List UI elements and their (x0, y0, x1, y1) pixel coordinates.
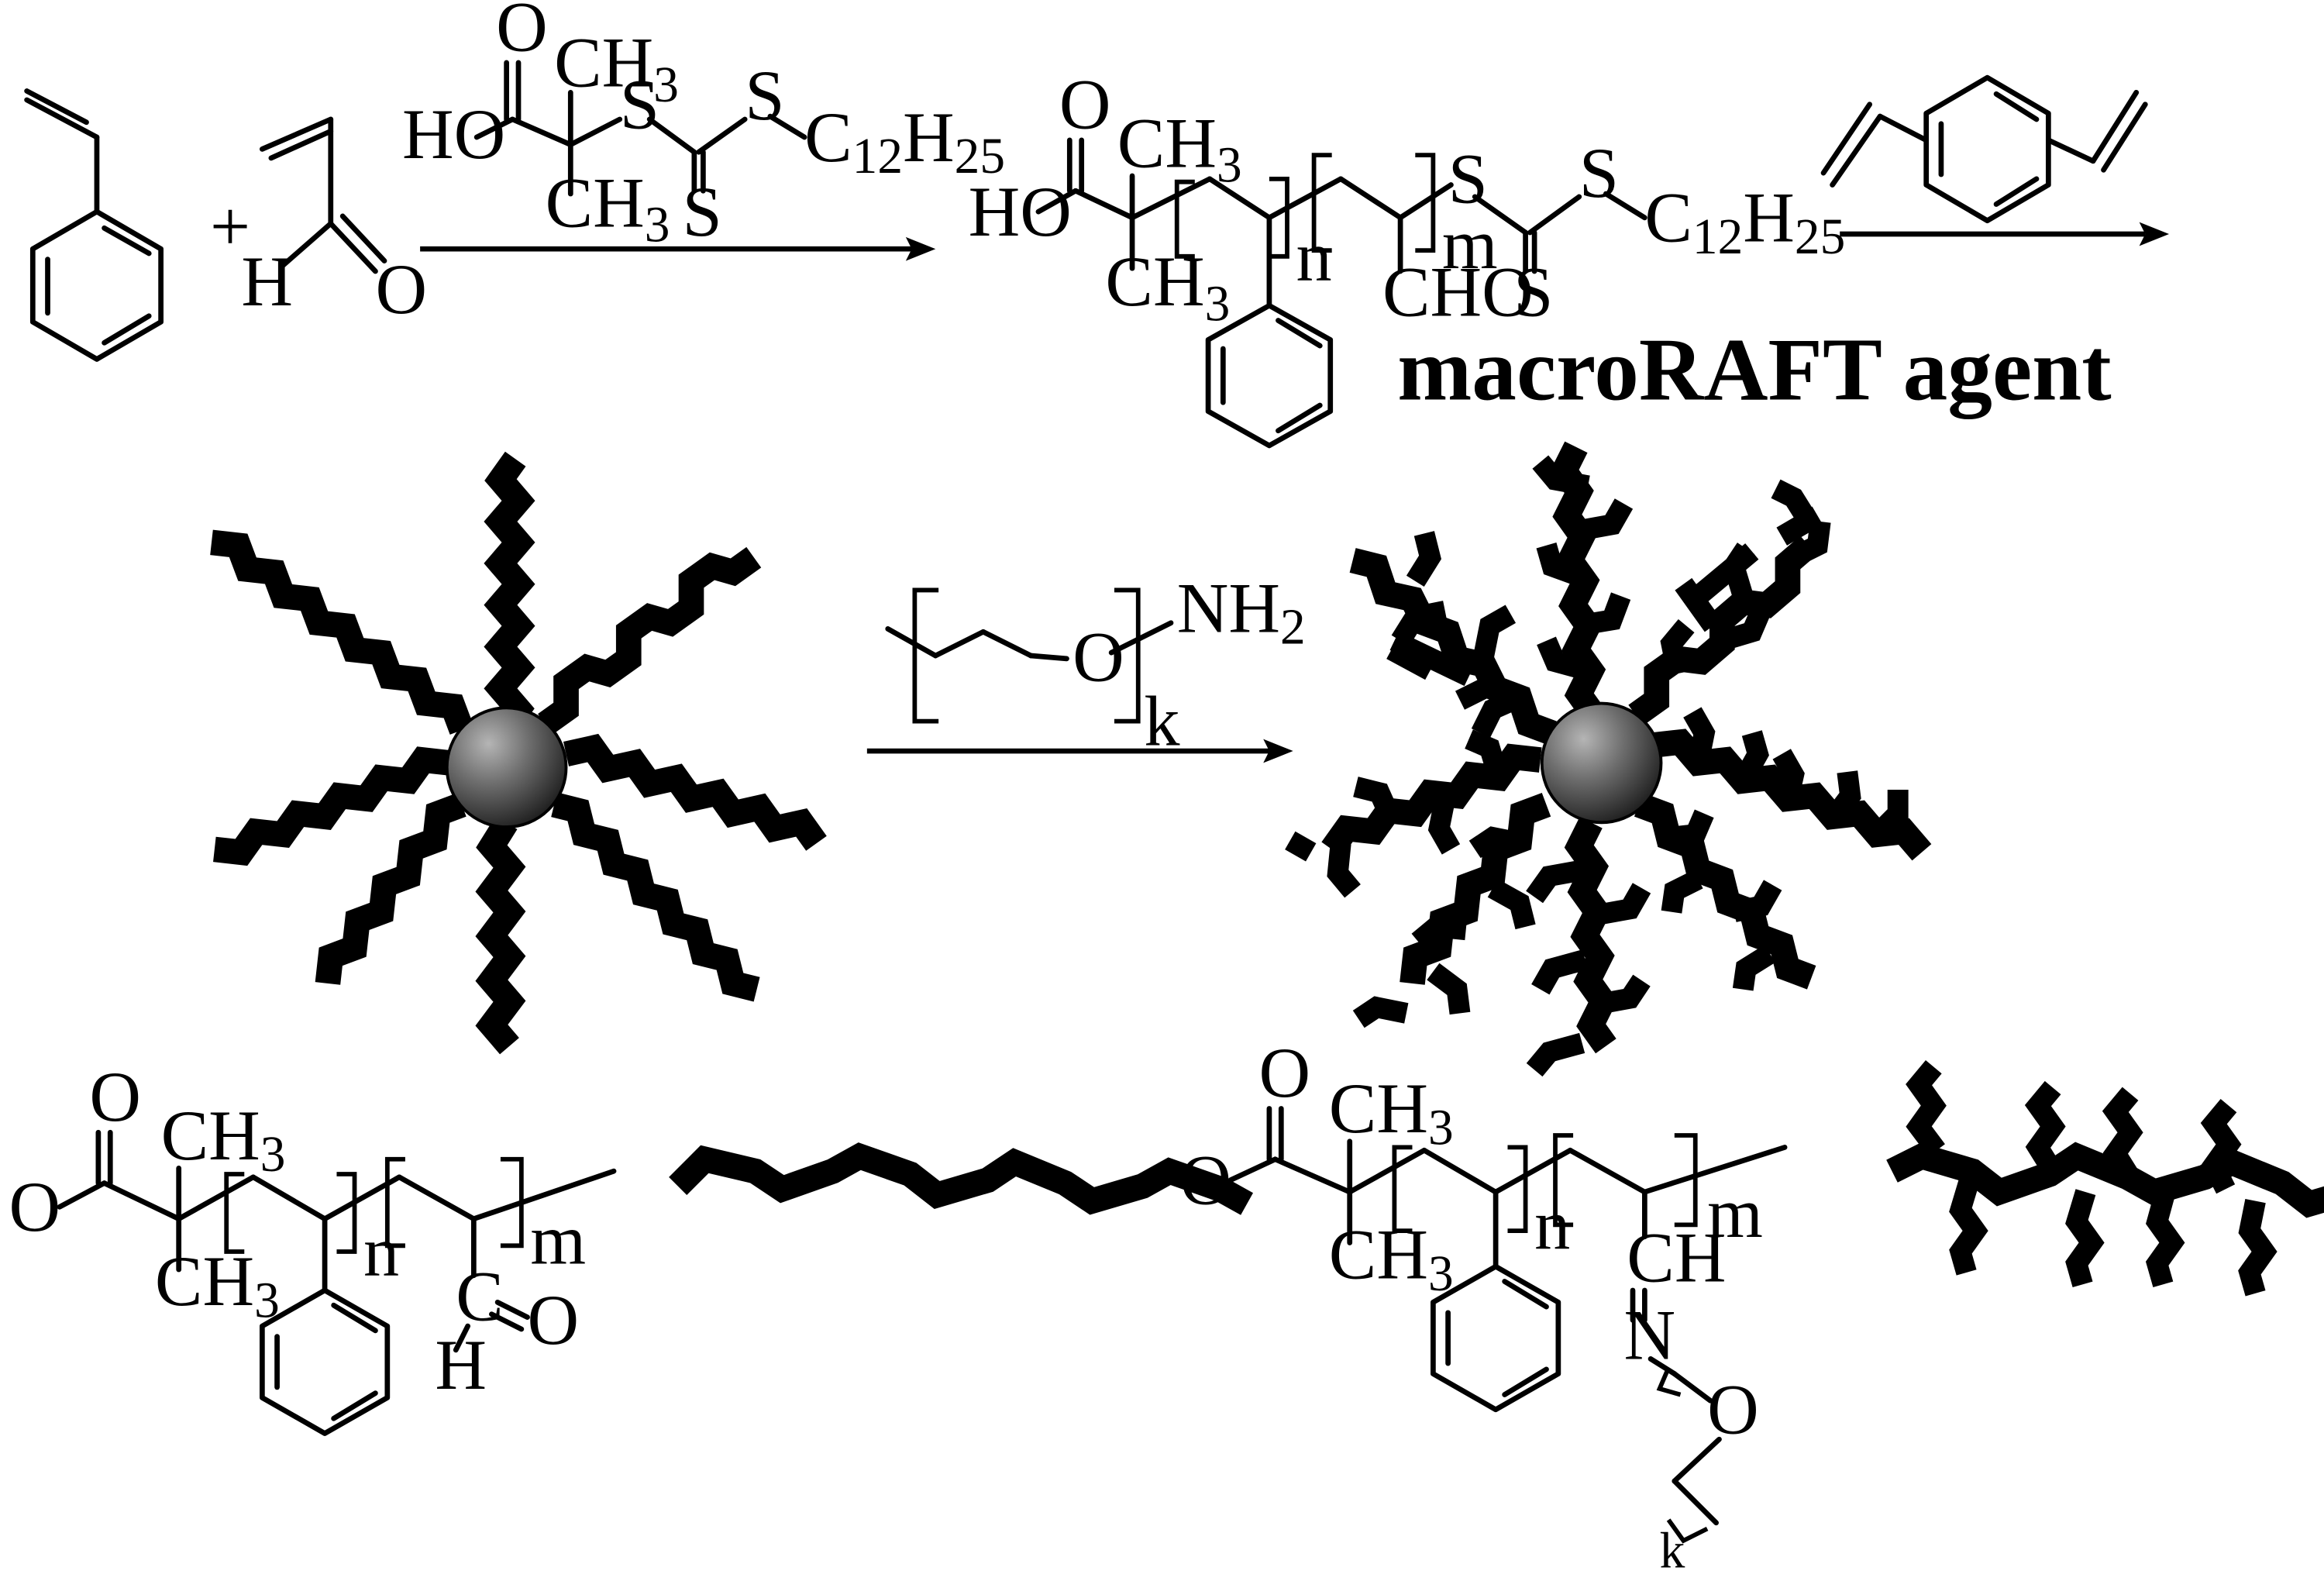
macro-styrene-bracket-right (1269, 176, 1289, 259)
arm-left (213, 746, 452, 866)
brush-arm-lower-left (1400, 792, 1551, 985)
reaction-arrow-1 (420, 236, 936, 261)
left-oxo-label: O (89, 1057, 141, 1136)
peg-k-subscript: k (1144, 681, 1180, 760)
macroraft-agent-caption: macroRAFT agent (1397, 319, 2111, 418)
arm-lower-right (551, 792, 760, 1002)
left-bracket-2-close (500, 1156, 524, 1249)
left-methyl-bottom: CH3 (155, 1242, 280, 1328)
cta-dodecyl-label: C12H25 (804, 98, 1005, 184)
arm-up (484, 451, 535, 738)
brush-arm-lower-right (1634, 792, 1816, 990)
left-bracket-2-open (384, 1156, 405, 1249)
cta-ho-label: HO (402, 95, 505, 174)
cta-methyl-bottom: CH3 (546, 163, 670, 253)
macro-cho-label: CHO (1382, 253, 1534, 332)
reaction-arrow-3 (866, 739, 1293, 763)
styrene-monomer (24, 88, 164, 362)
acrolein-monomer: H O (241, 116, 427, 329)
peg-amine-label: NH2 (1177, 568, 1306, 655)
left-m-subscript: m (530, 1200, 586, 1279)
right-peg-bracket-open (1656, 1366, 1682, 1397)
right-methyl-top: CH3 (1329, 1069, 1454, 1156)
cta-methyl-top: CH3 (554, 23, 679, 113)
right-bracket-2-open (1553, 1133, 1574, 1228)
macro-oxo-label: O (1059, 64, 1111, 143)
macro-methyl-bottom: CH3 (1105, 242, 1230, 332)
pegylated-arm-detail-right: O O CH3 CH3 n m CH N O (1180, 1033, 1788, 1579)
left-methyl-top: CH3 (161, 1096, 286, 1183)
right-o-label: O (1180, 1140, 1232, 1219)
macro-ho-label: HO (969, 172, 1072, 251)
left-bracket-1-open (224, 1172, 245, 1254)
arm-upper-left (210, 529, 474, 735)
left-bracket-1-close (336, 1172, 357, 1254)
left-n-subscript: n (363, 1212, 399, 1291)
macroraft-agent-structure: O HO CH3 CH3 n m CHO S S S C12 (969, 64, 1845, 449)
right-peg-bracket-close (1666, 1518, 1709, 1544)
raft-agent-ddmat: O HO CH3 CH3 S S S C12H25 (402, 0, 1005, 253)
arm-right (563, 733, 827, 851)
macro-sulfur-1: S (1448, 140, 1488, 219)
cta-thione-sulfur: S (682, 172, 721, 251)
right-peg-oxygen: O (1707, 1370, 1759, 1449)
plus-sign: + (210, 187, 250, 266)
macro-methyl-top: CH3 (1117, 103, 1242, 193)
left-o-label: O (9, 1167, 61, 1246)
pegylated-nanoparticle (1285, 441, 1932, 1077)
star-nanoparticle (210, 451, 827, 1055)
macro-acrolein-bracket-left (1311, 153, 1332, 253)
arm-upper-right (538, 546, 762, 735)
right-bracket-1-open (1392, 1145, 1413, 1233)
polymer-arm-detail-left: O O CH3 CH3 n m C O H (9, 1057, 617, 1436)
macro-dodecyl-label: C12H25 (1644, 178, 1845, 265)
wavy-chain-icon (669, 1142, 1254, 1215)
arm-down (475, 815, 526, 1055)
peg-bracket-left (912, 587, 939, 724)
arm-lower-left (315, 792, 467, 985)
left-c-label: C (456, 1256, 504, 1335)
reaction-arrow-2 (1840, 222, 2170, 246)
right-n-atom-label: N (1623, 1295, 1675, 1374)
nanoparticle-core (445, 706, 568, 829)
right-m-subscript: m (1707, 1173, 1763, 1252)
divinylbenzene-reagent (1820, 74, 2148, 224)
right-bracket-2-close (1674, 1133, 1698, 1228)
macro-styrene-bracket-left (1174, 179, 1195, 259)
left-h-label: H (435, 1325, 487, 1404)
peg-oxygen-label: O (1072, 618, 1124, 697)
cta-sulfur-1: S (620, 64, 659, 143)
macro-m-subscript: m (1442, 205, 1498, 284)
branched-chain-icon (1886, 1059, 2324, 1297)
acrolein-h-label: H (241, 242, 293, 321)
right-methyl-bottom: CH3 (1329, 1215, 1454, 1302)
right-k-subscript: k (1660, 1524, 1685, 1579)
macro-acrolein-bracket-right (1415, 153, 1436, 253)
left-cho-oxygen: O (528, 1280, 580, 1359)
right-bracket-1-close (1507, 1145, 1528, 1233)
peg-bracket-right (1114, 587, 1141, 724)
cta-oxo-label: O (496, 0, 548, 67)
macro-thione-sulfur: S (1513, 253, 1553, 332)
peg-amine-reagent: O k NH2 (885, 568, 1306, 760)
right-ch-label: CH (1627, 1218, 1726, 1297)
acrolein-o-label: O (375, 250, 427, 329)
right-oxo-label: O (1258, 1033, 1310, 1112)
pegylated-nanoparticle-core (1540, 701, 1663, 825)
